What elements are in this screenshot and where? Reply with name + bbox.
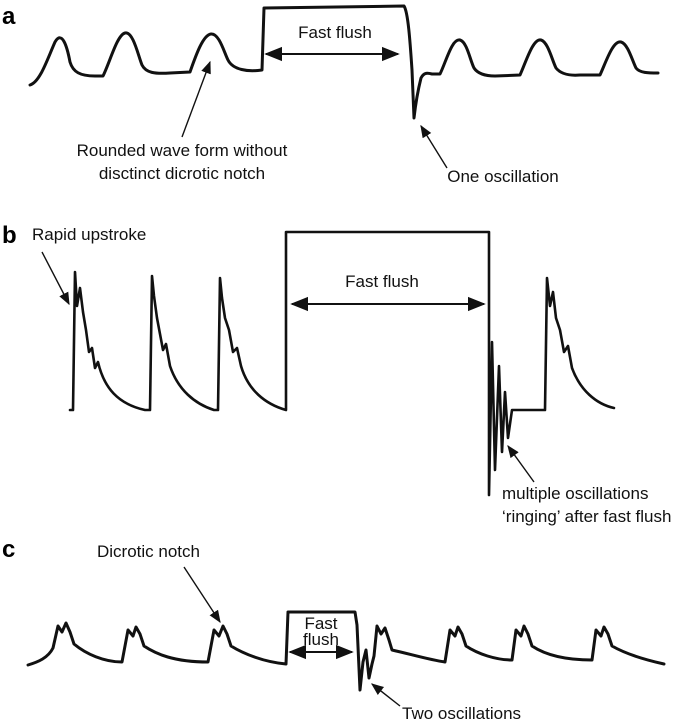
panel-b-ringing-label-line1: multiple oscillations bbox=[502, 484, 648, 503]
panel-a-oscillation-pointer bbox=[420, 124, 448, 169]
panel-b-flush-label: Fast flush bbox=[345, 272, 419, 291]
panel-c-flush-label-line2: flush bbox=[303, 630, 339, 649]
panel-c-oscillation-pointer bbox=[371, 683, 401, 707]
panel-b-upstroke-pointer bbox=[41, 251, 70, 306]
panel-a: a Fast flush Rounded wave form without d… bbox=[2, 3, 660, 186]
panel-a-waveform-label-line2: disctinct dicrotic notch bbox=[99, 164, 265, 183]
panel-a-flush-label: Fast flush bbox=[298, 23, 372, 42]
panel-a-waveform-pointer bbox=[181, 60, 211, 138]
panel-b-upstroke-label: Rapid upstroke bbox=[32, 225, 146, 244]
panel-b: b Fast flush Rapid upstroke multiple osc… bbox=[2, 222, 671, 526]
panel-b-waveform bbox=[68, 230, 616, 497]
panel-c-notch-label: Dicrotic notch bbox=[97, 542, 200, 561]
panel-c: c Fast flush Dicrotic notch Two oscillat… bbox=[2, 536, 666, 723]
panel-letter-a: a bbox=[2, 3, 16, 30]
panel-c-notch-pointer bbox=[183, 566, 221, 624]
panel-c-flush-label-line1: Fast bbox=[304, 614, 337, 633]
panel-b-ringing-label-line2: ‘ringing’ after fast flush bbox=[502, 507, 671, 526]
panel-letter-b: b bbox=[2, 222, 17, 249]
panel-b-ringing-pointer bbox=[507, 444, 535, 483]
panel-letter-c: c bbox=[2, 536, 15, 563]
panel-c-waveform bbox=[26, 610, 666, 692]
panel-a-oscillation-label: One oscillation bbox=[447, 167, 559, 186]
panel-a-waveform bbox=[28, 4, 660, 120]
panel-c-oscillation-label: Two oscillations bbox=[402, 704, 521, 723]
panel-a-waveform-label-line1: Rounded wave form without bbox=[77, 141, 288, 160]
